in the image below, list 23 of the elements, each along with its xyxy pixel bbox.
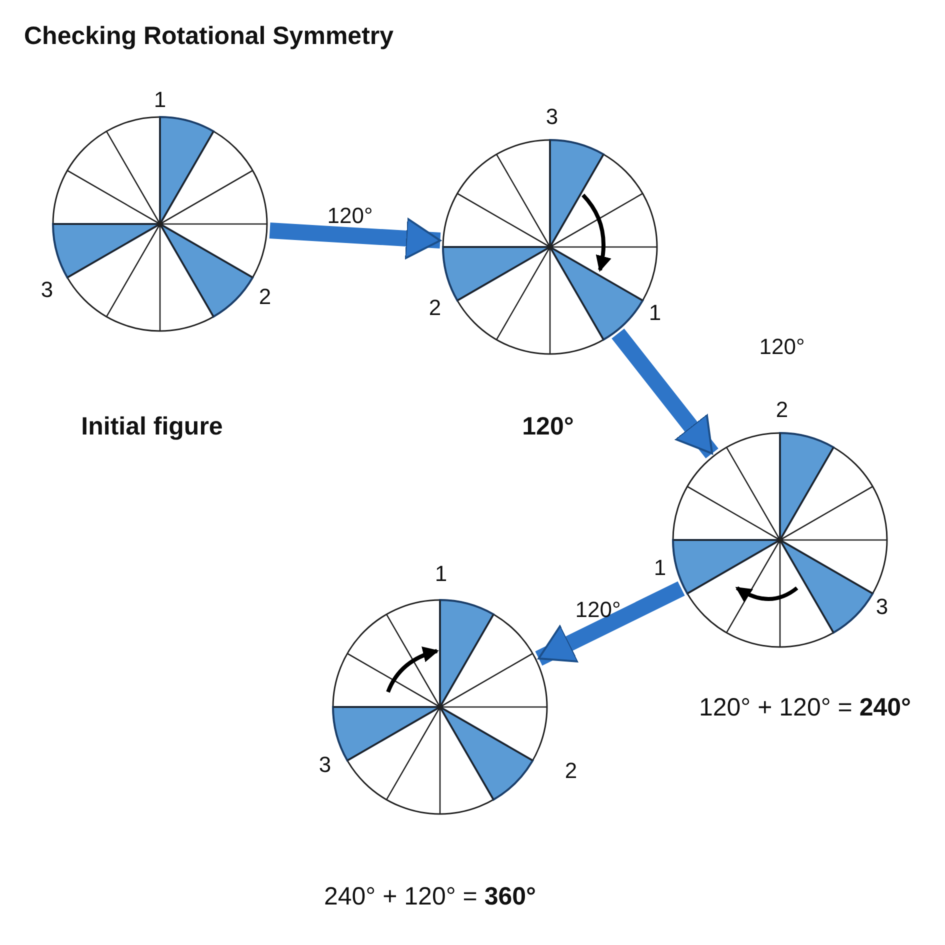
sector-number: 2	[564, 758, 578, 784]
arrow	[612, 328, 718, 458]
sector-number: 3	[318, 752, 332, 778]
sector-number: 3	[40, 277, 54, 303]
sector-number: 1	[654, 555, 666, 581]
edge-label: 120°	[327, 203, 373, 229]
sector-number: 1	[154, 87, 166, 113]
arrow	[535, 581, 685, 666]
node-label: 240° + 120° = 360°	[324, 882, 536, 912]
edge-label: 120°	[575, 597, 621, 623]
node-label: 120°	[522, 412, 574, 442]
sector-number: 2	[258, 284, 272, 310]
arrow	[269, 218, 442, 260]
sector-number: 2	[428, 295, 442, 321]
sector-number: 2	[776, 397, 788, 423]
node-label: 120° + 120° = 240°	[698, 694, 912, 722]
sector-number: 1	[434, 561, 448, 587]
sector-number: 3	[876, 594, 888, 620]
sector-number: 3	[546, 104, 558, 130]
edge-label: 120°	[759, 334, 805, 360]
sector-number: 1	[648, 300, 662, 326]
node-label: Initial figure	[81, 412, 223, 442]
title: Checking Rotational Symmetry	[24, 22, 394, 51]
